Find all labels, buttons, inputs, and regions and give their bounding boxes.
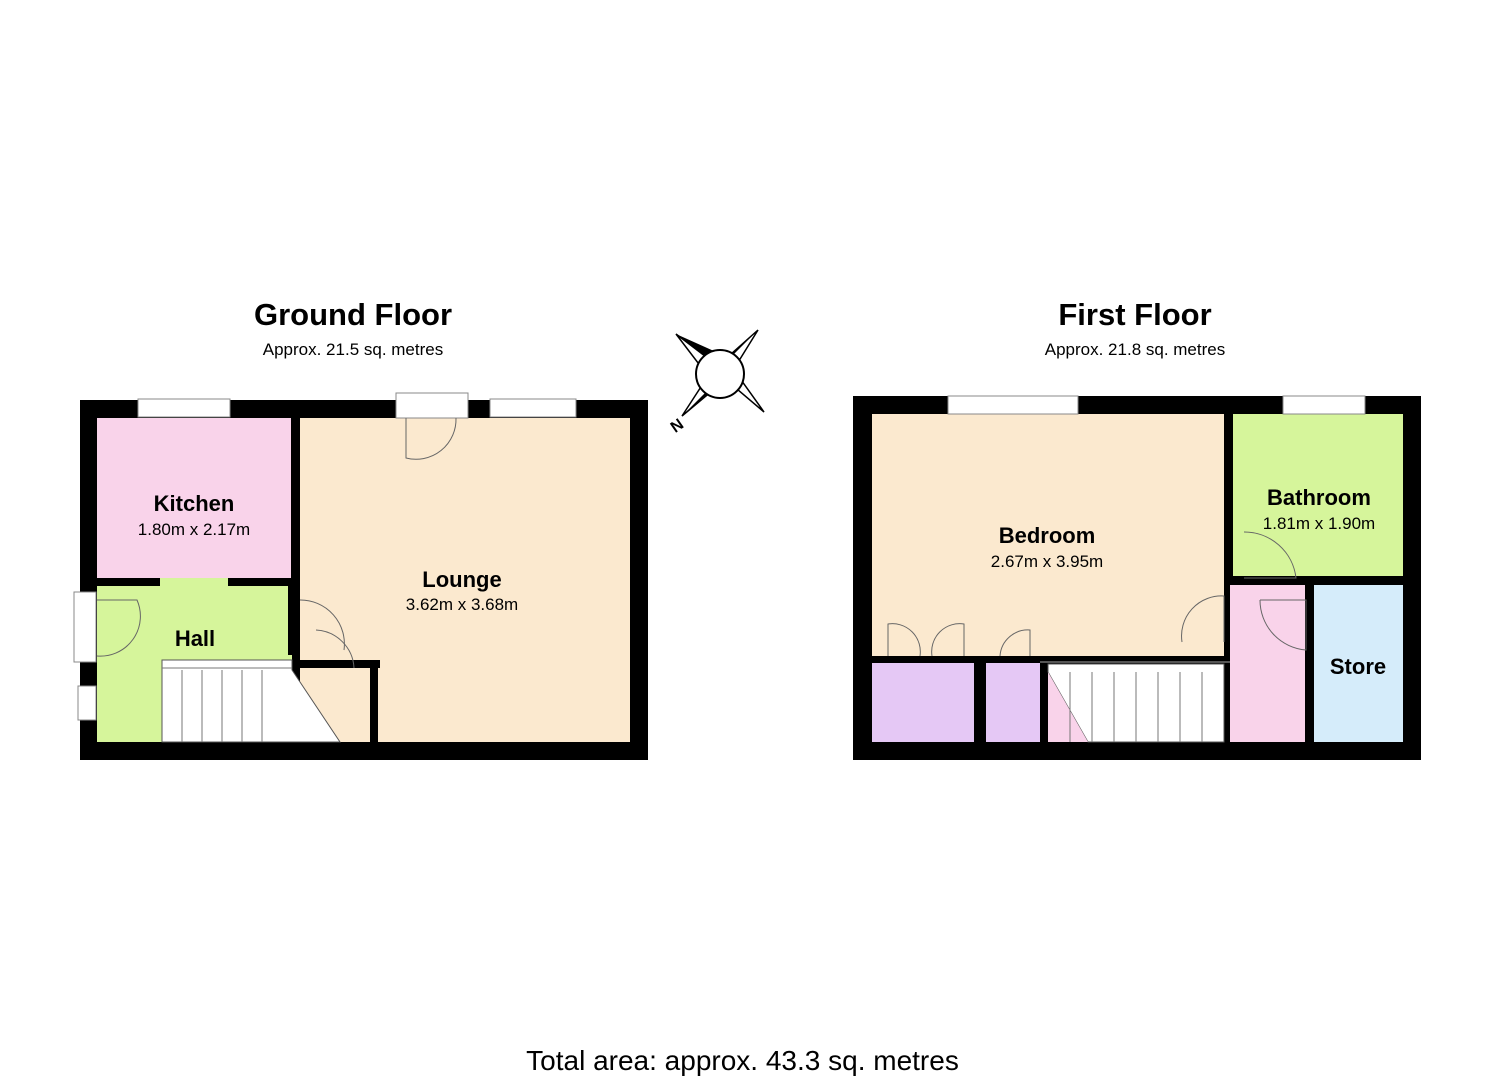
ground-floor-area: Approx. 21.5 sq. metres bbox=[262, 340, 444, 359]
store-room bbox=[1314, 585, 1403, 742]
compass-north-label: N bbox=[668, 416, 687, 437]
hall-lounge-door bbox=[299, 599, 345, 651]
lounge-label: Lounge bbox=[422, 567, 501, 592]
hall-label: Hall bbox=[175, 626, 215, 651]
kitchen-label: Kitchen bbox=[154, 491, 235, 516]
cupboard-door bbox=[315, 629, 355, 669]
lounge-door-frame bbox=[395, 392, 469, 419]
bedroom-dims: 2.67m x 3.95m bbox=[991, 552, 1103, 571]
bathroom-label: Bathroom bbox=[1267, 485, 1371, 510]
wardrobe-door-left bbox=[887, 623, 921, 657]
first-floor-area: Approx. 21.8 sq. metres bbox=[1044, 340, 1226, 359]
ground-floor-title: Ground Floor bbox=[253, 297, 453, 332]
store-door bbox=[1259, 599, 1307, 651]
wardrobe-2 bbox=[986, 663, 1040, 742]
kitchen-window bbox=[137, 398, 231, 418]
store-label: Store bbox=[1330, 654, 1386, 679]
bedroom-room bbox=[872, 414, 1224, 656]
ground-stairs bbox=[161, 659, 341, 743]
bedroom-window bbox=[947, 395, 1079, 415]
landing-room bbox=[1230, 585, 1305, 742]
bathroom-window bbox=[1282, 395, 1366, 415]
cupboard-wall-top bbox=[300, 660, 380, 668]
bedroom-label: Bedroom bbox=[999, 523, 1096, 548]
ground-floor-plan: Kitchen 1.80m x 2.17m Lounge 3.62m x 3.6… bbox=[73, 392, 648, 760]
first-floor-title: First Floor bbox=[1058, 297, 1212, 332]
front-door bbox=[96, 599, 141, 657]
wardrobe-1 bbox=[872, 663, 974, 742]
first-stairs bbox=[1040, 661, 1230, 743]
total-area: Total area: approx. 43.3 sq. metres bbox=[526, 1045, 959, 1076]
front-door-frame bbox=[73, 591, 97, 663]
lounge-window bbox=[489, 398, 577, 418]
cupboard-wall-right bbox=[370, 660, 378, 742]
compass-icon: N bbox=[668, 329, 765, 437]
bathroom-door bbox=[1243, 531, 1297, 579]
hall-window bbox=[77, 685, 97, 721]
wardrobe-door-right bbox=[931, 623, 965, 657]
bathroom-dims: 1.81m x 1.90m bbox=[1263, 514, 1375, 533]
lounge-door bbox=[405, 417, 457, 460]
bedroom-door bbox=[1181, 595, 1225, 643]
kitchen-room bbox=[97, 418, 291, 578]
wardrobe-2-door bbox=[999, 629, 1031, 657]
bathroom-room bbox=[1233, 414, 1403, 576]
first-floor-plan: Bedroom 2.67m x 3.95m Bathroom 1.81m x 1… bbox=[853, 395, 1421, 760]
kitchen-doorway bbox=[160, 578, 228, 586]
kitchen-dims: 1.80m x 2.17m bbox=[138, 520, 250, 539]
lounge-dims: 3.62m x 3.68m bbox=[406, 595, 518, 614]
